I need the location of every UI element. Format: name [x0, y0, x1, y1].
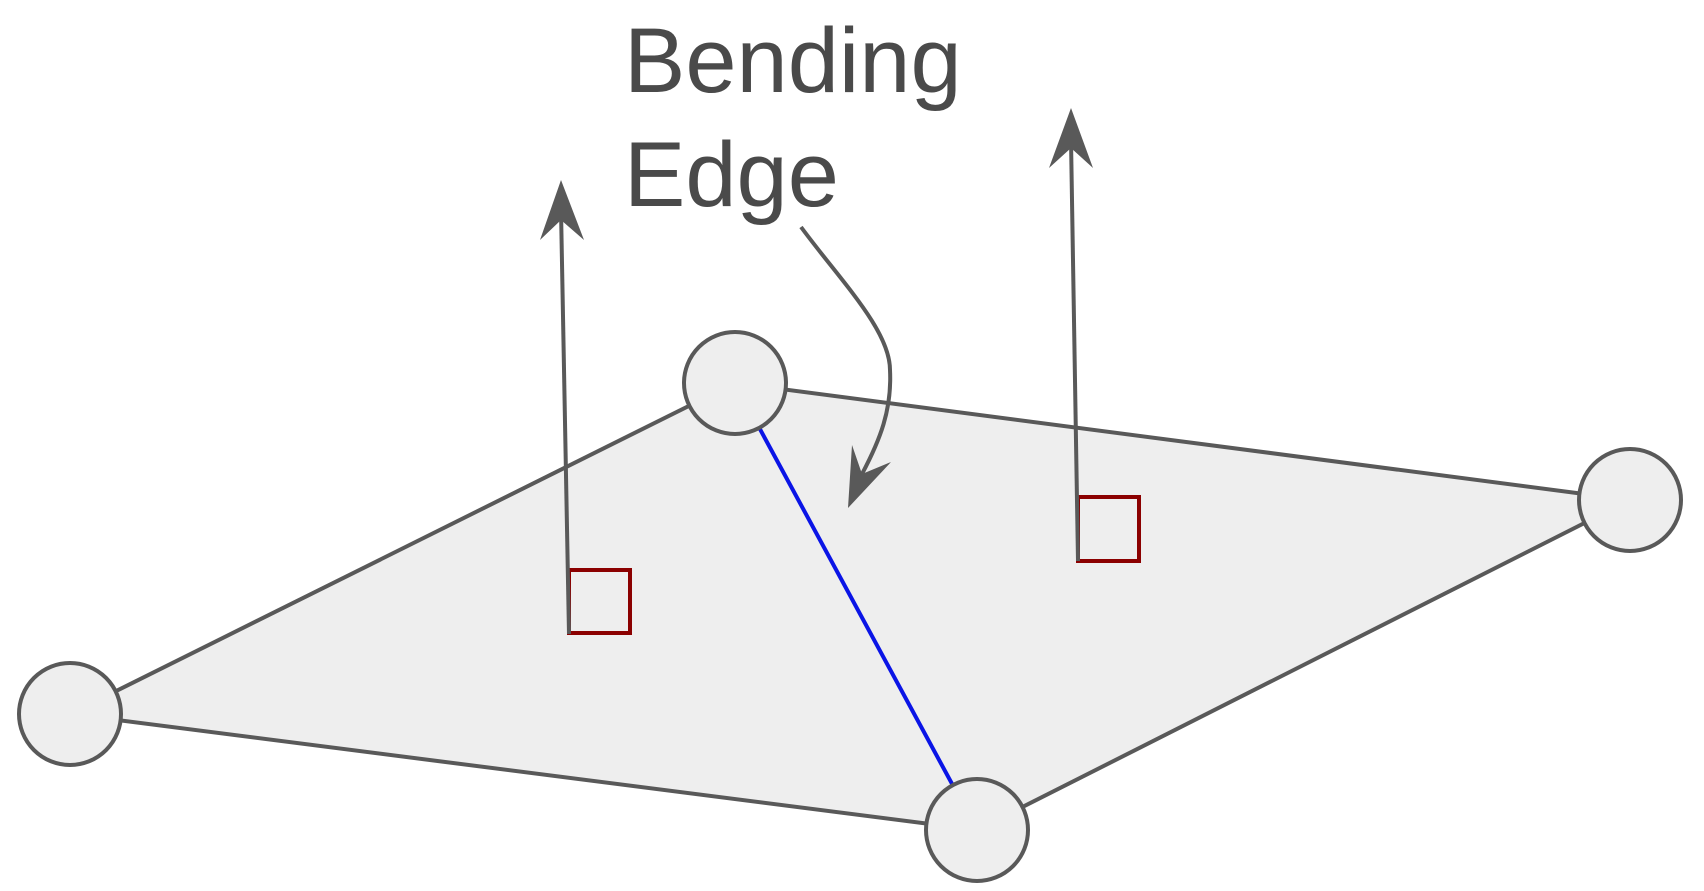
pointer-arrow [799, 225, 893, 508]
pointer-arrowhead [848, 445, 891, 508]
vertex-right [1577, 447, 1683, 553]
normal-arrow-right-face [1049, 108, 1093, 562]
label-bending: Bending [624, 10, 962, 112]
face-right [735, 383, 1630, 830]
bending-edge [733, 382, 979, 831]
normal-arrow-left-face [540, 180, 584, 635]
arrowhead-left-normal [540, 180, 584, 240]
edge-right-bottom [976, 498, 1631, 832]
vertex-top [682, 330, 788, 436]
edge-bottom-left [69, 712, 978, 832]
vertex-left [17, 661, 123, 767]
face-left [70, 383, 977, 830]
edge-left-top [69, 381, 736, 716]
edge-top-right [734, 381, 1631, 502]
vertex-bottom [924, 777, 1030, 883]
label-edge: Edge [624, 124, 839, 226]
arrowhead-right-normal [1049, 108, 1093, 168]
